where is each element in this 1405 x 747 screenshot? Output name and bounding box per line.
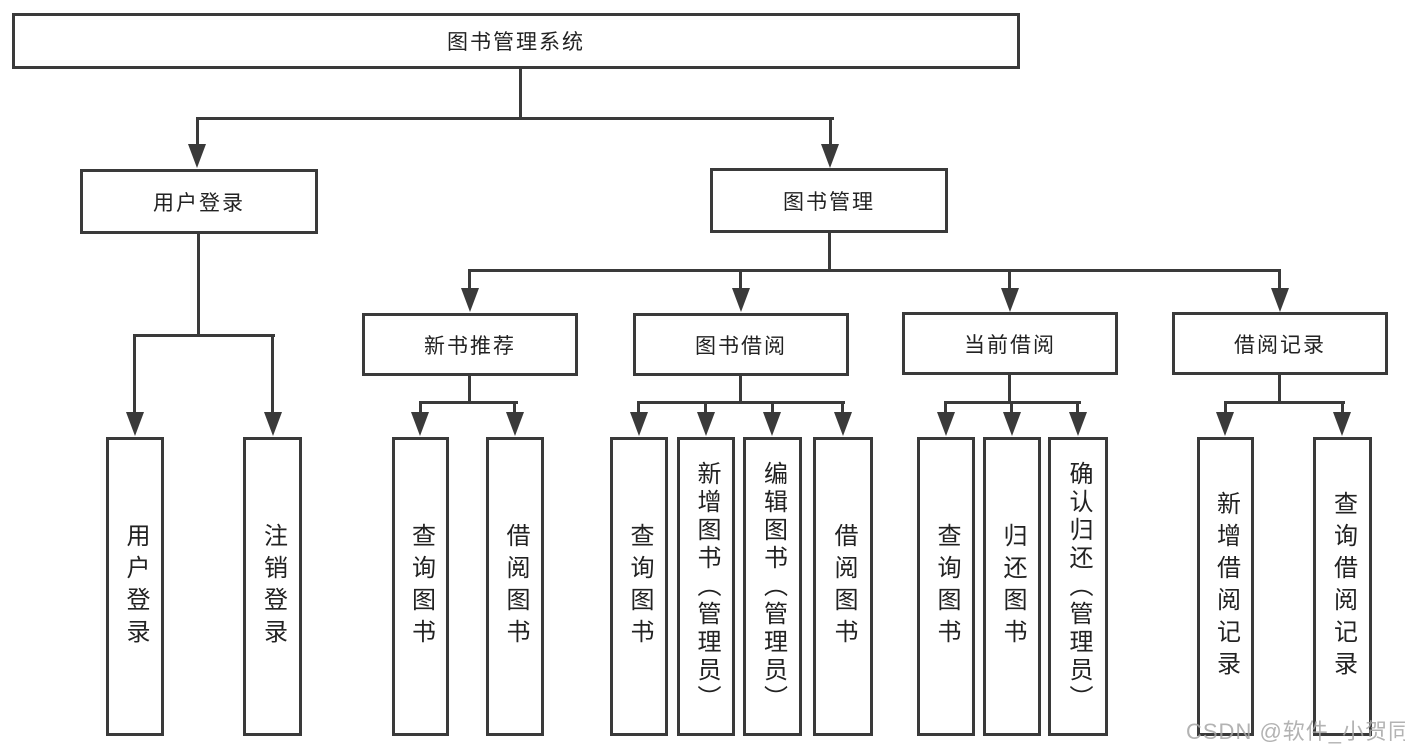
arrowhead-leaf-return-books — [1003, 412, 1021, 436]
connector-drop — [704, 401, 707, 415]
connector-drop — [419, 401, 422, 415]
node-label: 图书管理系统 — [447, 31, 585, 54]
node-label: 借阅记录 — [1234, 333, 1326, 357]
arrowhead-leaf-query-borrow-record — [1333, 412, 1351, 436]
leaf-add-books-admin: 新增图书（管理员） — [677, 437, 735, 736]
arrowhead-leaf-add-books — [697, 412, 715, 436]
arrowhead-leaf-edit-books — [763, 412, 781, 436]
connector-drop — [133, 334, 136, 416]
node-label: 新书推荐 — [424, 334, 516, 358]
leaf-label: 注销登录 — [259, 522, 287, 651]
connector-drop — [1010, 401, 1013, 415]
connector-book-management-stem — [828, 233, 831, 272]
node-book-management: 图书管理 — [710, 168, 948, 233]
connector-drop — [1341, 401, 1344, 415]
connector-drop — [944, 401, 947, 415]
leaf-user-login: 用户登录 — [106, 437, 164, 736]
leaf-label: 归还图书 — [999, 522, 1026, 651]
node-library-management-system: 图书管理系统 — [12, 13, 1020, 69]
node-label: 图书借阅 — [695, 334, 787, 358]
leaf-confirm-return-admin: 确认归还（管理员） — [1048, 437, 1108, 736]
node-new-book-recommend: 新书推荐 — [362, 313, 578, 376]
leaf-query-borrow-record: 查询借阅记录 — [1313, 437, 1372, 736]
node-label: 图书管理 — [783, 190, 875, 214]
leaf-borrow-books-recommend: 借阅图书 — [486, 437, 544, 736]
arrowhead-leaf-query-books — [630, 412, 648, 436]
leaf-label: 编辑图书（管理员） — [759, 460, 787, 713]
arrowhead-leaf-add-borrow-record — [1216, 412, 1234, 436]
connector-drop — [1224, 401, 1227, 415]
leaf-label: 确认归还（管理员） — [1065, 460, 1092, 713]
leaf-label: 借阅图书 — [830, 522, 857, 651]
arrowhead-book-management — [821, 144, 839, 168]
arrowhead-leaf-query-books — [411, 412, 429, 436]
leaf-logout: 注销登录 — [243, 437, 302, 736]
connector-user-login-rail — [133, 334, 275, 337]
arrowhead-user-login — [188, 144, 206, 168]
node-user-login: 用户登录 — [80, 169, 318, 234]
connector-root-drop-left — [196, 117, 199, 147]
connector-drop — [739, 269, 742, 291]
leaf-label: 查询图书 — [407, 522, 435, 651]
arrowhead-leaf-confirm-return — [1069, 412, 1087, 436]
csdn-watermark: CSDN @软件_小贺同学 — [1186, 719, 1405, 744]
connector-drop — [1076, 401, 1079, 415]
arrowhead-leaf-query-books — [937, 412, 955, 436]
arrowhead-leaf-user-login — [126, 412, 144, 436]
connector-drop — [271, 334, 274, 416]
connector-current-borrow-rail — [945, 401, 1081, 404]
connector-drop — [841, 401, 844, 415]
arrowhead-leaf-logout — [264, 412, 282, 436]
leaf-query-books-borrow: 查询图书 — [610, 437, 668, 736]
connector-drop — [771, 401, 774, 415]
arrowhead-book-borrow — [732, 288, 750, 312]
leaf-query-books-recommend: 查询图书 — [392, 437, 449, 736]
leaf-label: 用户登录 — [122, 522, 149, 651]
connector-book-borrow-stem — [739, 376, 742, 404]
leaf-label: 借阅图书 — [502, 522, 529, 651]
leaf-label: 查询图书 — [933, 522, 960, 651]
connector-new-book-stem — [468, 376, 471, 404]
connector-drop — [1278, 269, 1281, 291]
connector-borrow-records-rail — [1224, 401, 1345, 404]
connector-root-stem — [519, 68, 522, 120]
connector-root-drop-right — [829, 117, 832, 147]
node-borrow-records: 借阅记录 — [1172, 312, 1388, 375]
connector-drop — [513, 401, 516, 415]
leaf-edit-books-admin: 编辑图书（管理员） — [743, 437, 802, 736]
arrowhead-leaf-borrow-books — [506, 412, 524, 436]
leaf-label: 新增借阅记录 — [1212, 490, 1240, 683]
leaf-borrow-books: 借阅图书 — [813, 437, 873, 736]
leaf-query-books-current: 查询图书 — [917, 437, 975, 736]
connector-drop — [468, 269, 471, 291]
leaf-return-books: 归还图书 — [983, 437, 1041, 736]
connector-current-borrow-stem — [1008, 375, 1011, 404]
arrowhead-new-book-recommend — [461, 288, 479, 312]
connector-new-book-rail — [419, 401, 518, 404]
arrowhead-current-borrow — [1001, 288, 1019, 312]
connector-book-management-rail — [468, 269, 1281, 272]
node-book-borrow: 图书借阅 — [633, 313, 849, 376]
connector-book-borrow-rail — [638, 401, 845, 404]
connector-drop — [1008, 269, 1011, 291]
leaf-add-borrow-record: 新增借阅记录 — [1197, 437, 1254, 736]
leaf-label: 查询图书 — [626, 522, 653, 651]
node-label: 当前借阅 — [964, 333, 1056, 357]
arrowhead-borrow-records — [1271, 288, 1289, 312]
node-current-borrow: 当前借阅 — [902, 312, 1118, 375]
leaf-label: 查询借阅记录 — [1329, 490, 1357, 683]
connector-root-rail — [196, 117, 834, 120]
connector-user-login-stem — [197, 234, 200, 337]
node-label: 用户登录 — [153, 191, 245, 215]
arrowhead-leaf-borrow-books — [834, 412, 852, 436]
connector-borrow-records-stem — [1278, 375, 1281, 404]
connector-drop — [637, 401, 640, 415]
leaf-label: 新增图书（管理员） — [693, 460, 720, 713]
